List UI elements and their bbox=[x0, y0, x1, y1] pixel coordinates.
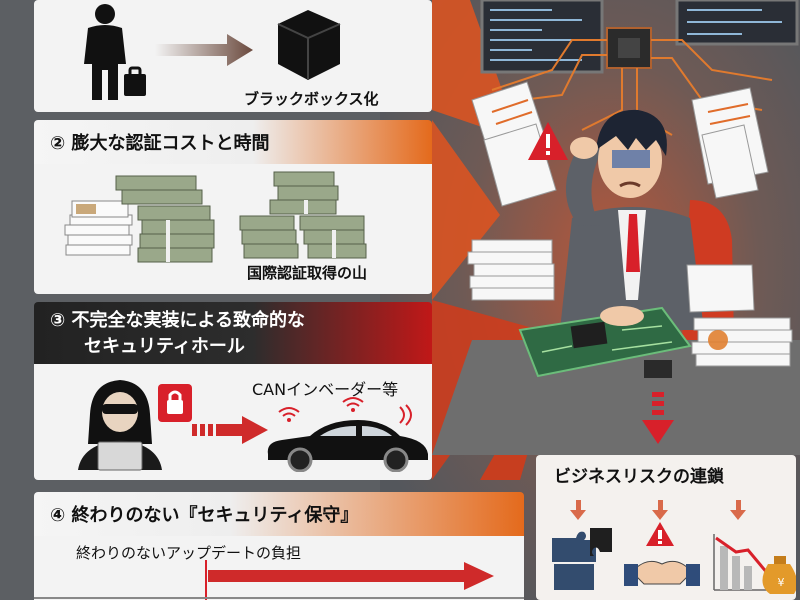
section-3-header: ③ 不完全な実装による致命的な セキュリティホール bbox=[34, 302, 432, 364]
lock-icon bbox=[158, 384, 192, 422]
timeline-arrow bbox=[34, 560, 524, 600]
document-stack-icon bbox=[64, 200, 133, 256]
section-4-title: ④ 終わりのない『セキュリティ保守』 bbox=[50, 505, 359, 526]
hacker-icon bbox=[78, 380, 162, 471]
section-2-title: ② 膨大な認証コストと時間 bbox=[50, 133, 270, 154]
black-box-icon bbox=[277, 10, 341, 80]
business-risk-title: ビジネスリスクの連鎖 bbox=[554, 467, 724, 487]
section-3-title-line1: ③ 不完全な実装による致命的な bbox=[50, 310, 305, 331]
section-3-caption: CANインベーダー等 bbox=[252, 380, 399, 399]
stressed-engineer-illustration bbox=[432, 0, 800, 455]
section-1-caption: ブラックボックス化 bbox=[244, 90, 379, 108]
arrow-right-icon bbox=[155, 34, 253, 66]
section-2-header: ② 膨大な認証コストと時間 bbox=[34, 120, 432, 164]
section-3-title-line2: セキュリティホール bbox=[84, 336, 245, 357]
money-mountain-icon bbox=[239, 171, 367, 259]
svg-text:¥: ¥ bbox=[778, 576, 785, 589]
section-4-header: ④ 終わりのない『セキュリティ保守』 bbox=[34, 492, 524, 536]
puzzle-icon bbox=[552, 528, 612, 590]
section-2-caption: 国際認証取得の山 bbox=[247, 264, 368, 282]
business-risk-icons: ¥ bbox=[552, 500, 796, 594]
wifi-icon bbox=[399, 404, 412, 426]
wifi-icon bbox=[278, 407, 300, 422]
money-stack-icon bbox=[115, 175, 215, 263]
person-briefcase-icon bbox=[84, 4, 146, 100]
section-4-panel bbox=[34, 536, 524, 600]
car-icon bbox=[267, 420, 428, 472]
arrow-right-red-icon bbox=[192, 416, 268, 444]
section-4-caption: 終わりのないアップデートの負担 bbox=[76, 544, 302, 562]
wifi-icon bbox=[342, 397, 364, 412]
